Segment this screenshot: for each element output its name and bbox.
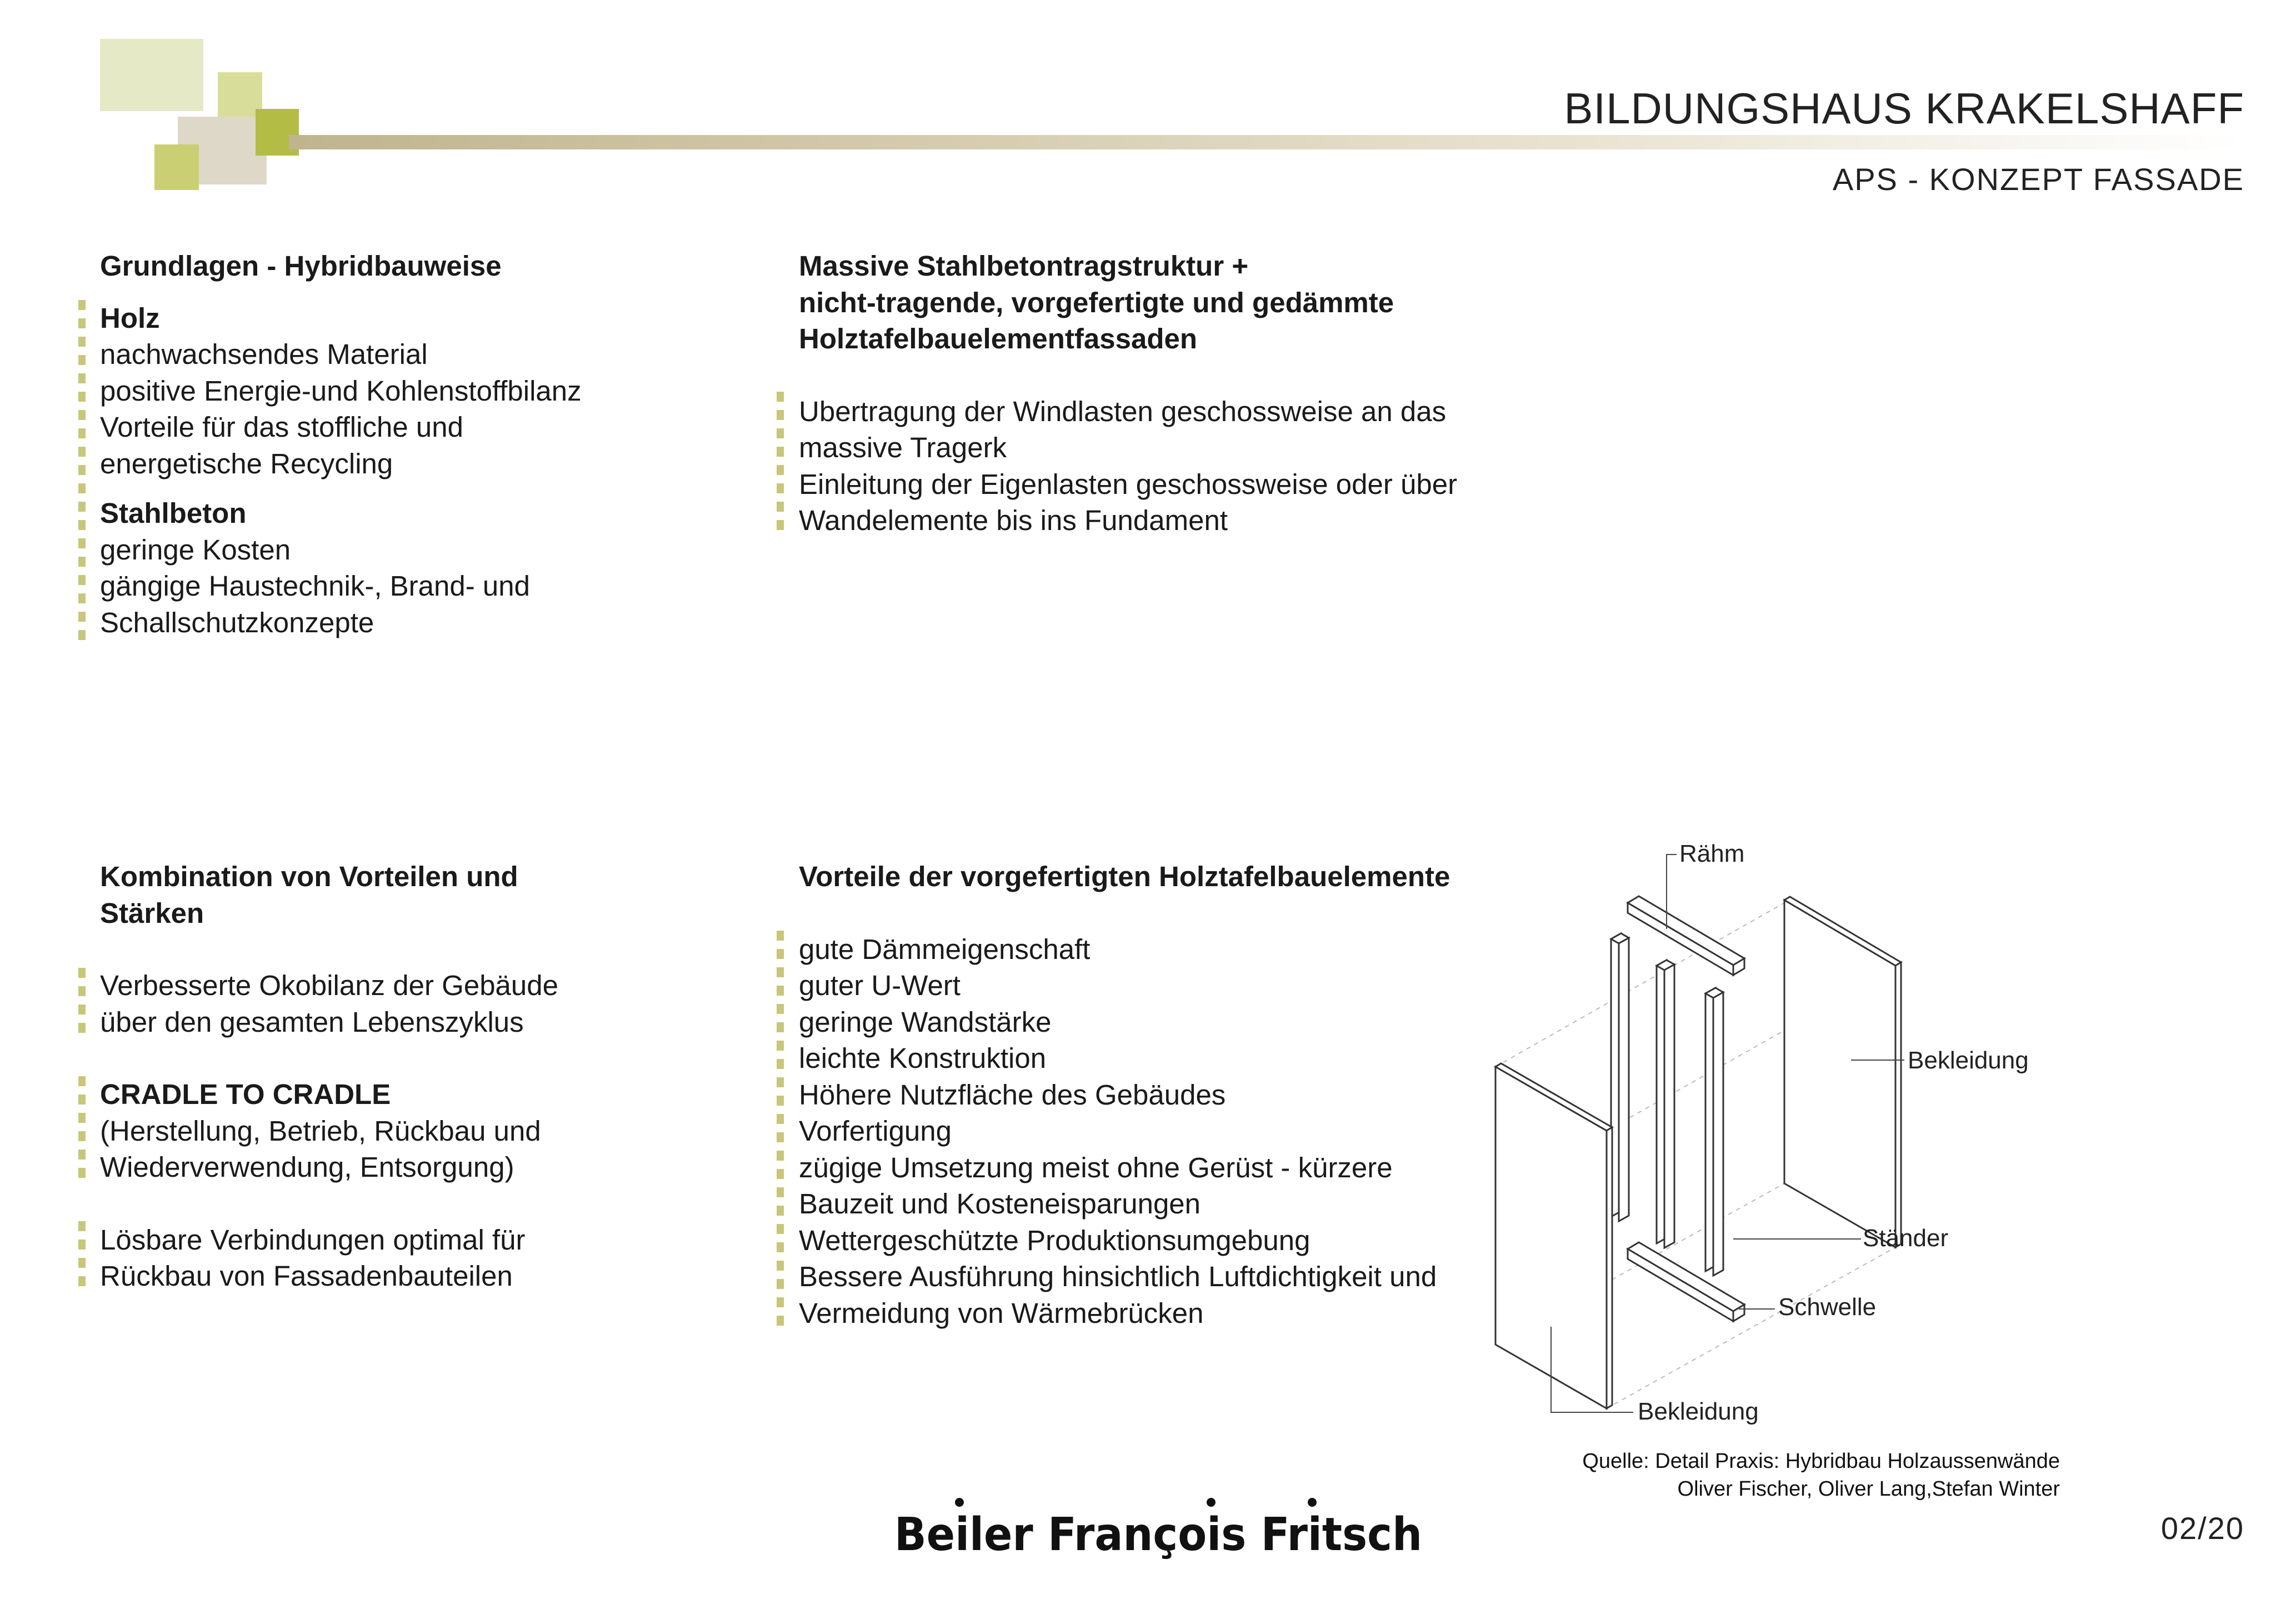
kombination-bullet-bars-1 xyxy=(78,968,86,1041)
light-green-square-small xyxy=(218,72,262,117)
logo-dot xyxy=(1207,1498,1215,1507)
kombination-bullet-bars-2 xyxy=(78,1076,86,1186)
company-logo: Beiler François Fritsch xyxy=(894,1498,1422,1561)
label-staender: Ständer xyxy=(1863,1225,1949,1252)
label-schwelle: Schwelle xyxy=(1778,1293,1877,1321)
kombination-line: Rückbau von Fassadenbauteilen xyxy=(100,1260,513,1292)
massive-heading-line: Holztafelbauelementfassaden xyxy=(799,323,1198,354)
vorteile-line: leichte Konstruktion xyxy=(799,1042,1047,1074)
vorteile-heading: Vorteile der vorgefertigten Holztafelbau… xyxy=(799,861,1450,892)
massive-block: Massive Stahlbetontragstruktur + nicht-t… xyxy=(799,248,1457,539)
schwelle-rail xyxy=(1626,1241,1746,1323)
image-source-caption: Quelle: Detail Praxis: Hybridbau Holzaus… xyxy=(1582,1447,2060,1503)
header-gradient-band xyxy=(289,135,2244,149)
pale-green-square xyxy=(100,39,203,111)
diagram-leader-lines xyxy=(1550,854,1904,1413)
logo-text: Beiler François Fritsch xyxy=(894,1508,1422,1561)
kombination-line: (Herstellung, Betrieb, Rückbau und xyxy=(100,1115,541,1147)
vorteile-line: geringe Wandstärke xyxy=(799,1006,1052,1038)
massive-bullet-bars xyxy=(777,392,784,538)
kombination-line: Lösbare Verbindungen optimal für xyxy=(100,1223,526,1256)
grundlagen-line: energetische Recycling xyxy=(100,447,393,479)
page-number: 02/20 xyxy=(2160,1511,2244,1546)
grundlagen-line: gängige Haustechnik-, Brand- und xyxy=(100,570,530,602)
logo-dot xyxy=(955,1498,964,1507)
massive-heading-line: nicht-tragende, vorgefertigte und gedämm… xyxy=(799,286,1394,318)
label-raehm: Rähm xyxy=(1679,840,1745,867)
grundlagen-bullet-bars xyxy=(78,300,86,648)
page-title: BILDUNGSHAUS KRAKELSHAFF xyxy=(1564,84,2244,133)
vorteile-bullet-bars xyxy=(777,931,784,1334)
source-line: Quelle: Detail Praxis: Hybridbau Holzaus… xyxy=(1582,1450,2060,1473)
vorteile-line: guter U-Wert xyxy=(799,970,961,1001)
massive-line: Einleitung der Eigenlasten geschossweise… xyxy=(799,468,1458,500)
label-bekleidung-bottom: Bekleidung xyxy=(1638,1398,1759,1425)
vorteile-line: Vermeidung von Wärmebrücken xyxy=(799,1297,1204,1329)
source-line: Oliver Fischer, Oliver Lang,Stefan Winte… xyxy=(1677,1477,2060,1501)
grundlagen-line: nachwachsendes Material xyxy=(100,338,428,370)
bekleidung-front-panel xyxy=(1494,1062,1614,1410)
vorteile-line: Bauzeit und Kosteneisparungen xyxy=(799,1188,1201,1220)
kombination-line: über den gesamten Lebenszyklus xyxy=(100,1006,524,1038)
kombination-line: Verbesserte Okobilanz der Gebäude xyxy=(100,970,559,1001)
kombination-line: CRADLE TO CRADLE xyxy=(100,1078,391,1110)
grundlagen-line: geringe Kosten xyxy=(100,533,291,566)
label-bekleidung-top: Bekleidung xyxy=(1908,1047,2029,1074)
light-green-square-bottom xyxy=(154,144,199,190)
raehm-rail xyxy=(1626,895,1746,977)
grundlagen-line: Vorteile für das stoffliche und xyxy=(100,411,463,443)
header-logo-squares xyxy=(100,39,300,194)
page-subtitle: APS - KONZEPT FASSADE xyxy=(1832,162,2244,197)
vorteile-line: gute Dämmeigenschaft xyxy=(799,933,1091,965)
logo-dot xyxy=(1308,1498,1317,1507)
bekleidung-back-panel xyxy=(1783,896,1903,1249)
vorteile-line: Wettergeschützte Produktionsumgebung xyxy=(799,1224,1310,1256)
kombination-block: Kombination von Vorteilen und Stärken Ve… xyxy=(100,858,558,1295)
vorteile-line: Vorfertigung xyxy=(799,1115,952,1147)
grundlagen-heading: Grundlagen - Hybridbauweise xyxy=(100,250,502,282)
vorteile-line: Bessere Ausführung hinsichtlich Luftdich… xyxy=(799,1261,1437,1292)
massive-line: Ubertragung der Windlasten geschossweise… xyxy=(799,395,1447,427)
grundlagen-line: Holz xyxy=(100,302,160,334)
massive-heading-line: Massive Stahlbetontragstruktur + xyxy=(799,250,1249,282)
staender-studs xyxy=(1609,932,1725,1277)
kombination-heading-line: Stärken xyxy=(100,897,204,929)
grundlagen-block: Grundlagen - Hybridbauweise Holz nachwac… xyxy=(100,248,582,641)
massive-line: Wandelemente bis ins Fundament xyxy=(799,504,1228,536)
vorteile-line: zügige Umsetzung meist ohne Gerüst - kür… xyxy=(799,1151,1393,1183)
vorteile-block: Vorteile der vorgefertigten Holztafelbau… xyxy=(799,858,1450,1331)
grundlagen-line: positive Energie-und Kohlenstoffbilanz xyxy=(100,374,582,407)
timber-frame-diagram xyxy=(1494,854,1904,1413)
kombination-line: Wiederverwendung, Entsorgung) xyxy=(100,1151,514,1183)
grundlagen-line: Stahlbeton xyxy=(100,497,247,529)
vorteile-line: Höhere Nutzfläche des Gebäudes xyxy=(799,1078,1226,1111)
kombination-bullet-bars-3 xyxy=(78,1221,86,1295)
massive-line: massive Tragerk xyxy=(799,432,1007,463)
kombination-heading-line: Kombination von Vorteilen und xyxy=(100,861,518,892)
grundlagen-line: Schallschutzkonzepte xyxy=(100,606,374,638)
